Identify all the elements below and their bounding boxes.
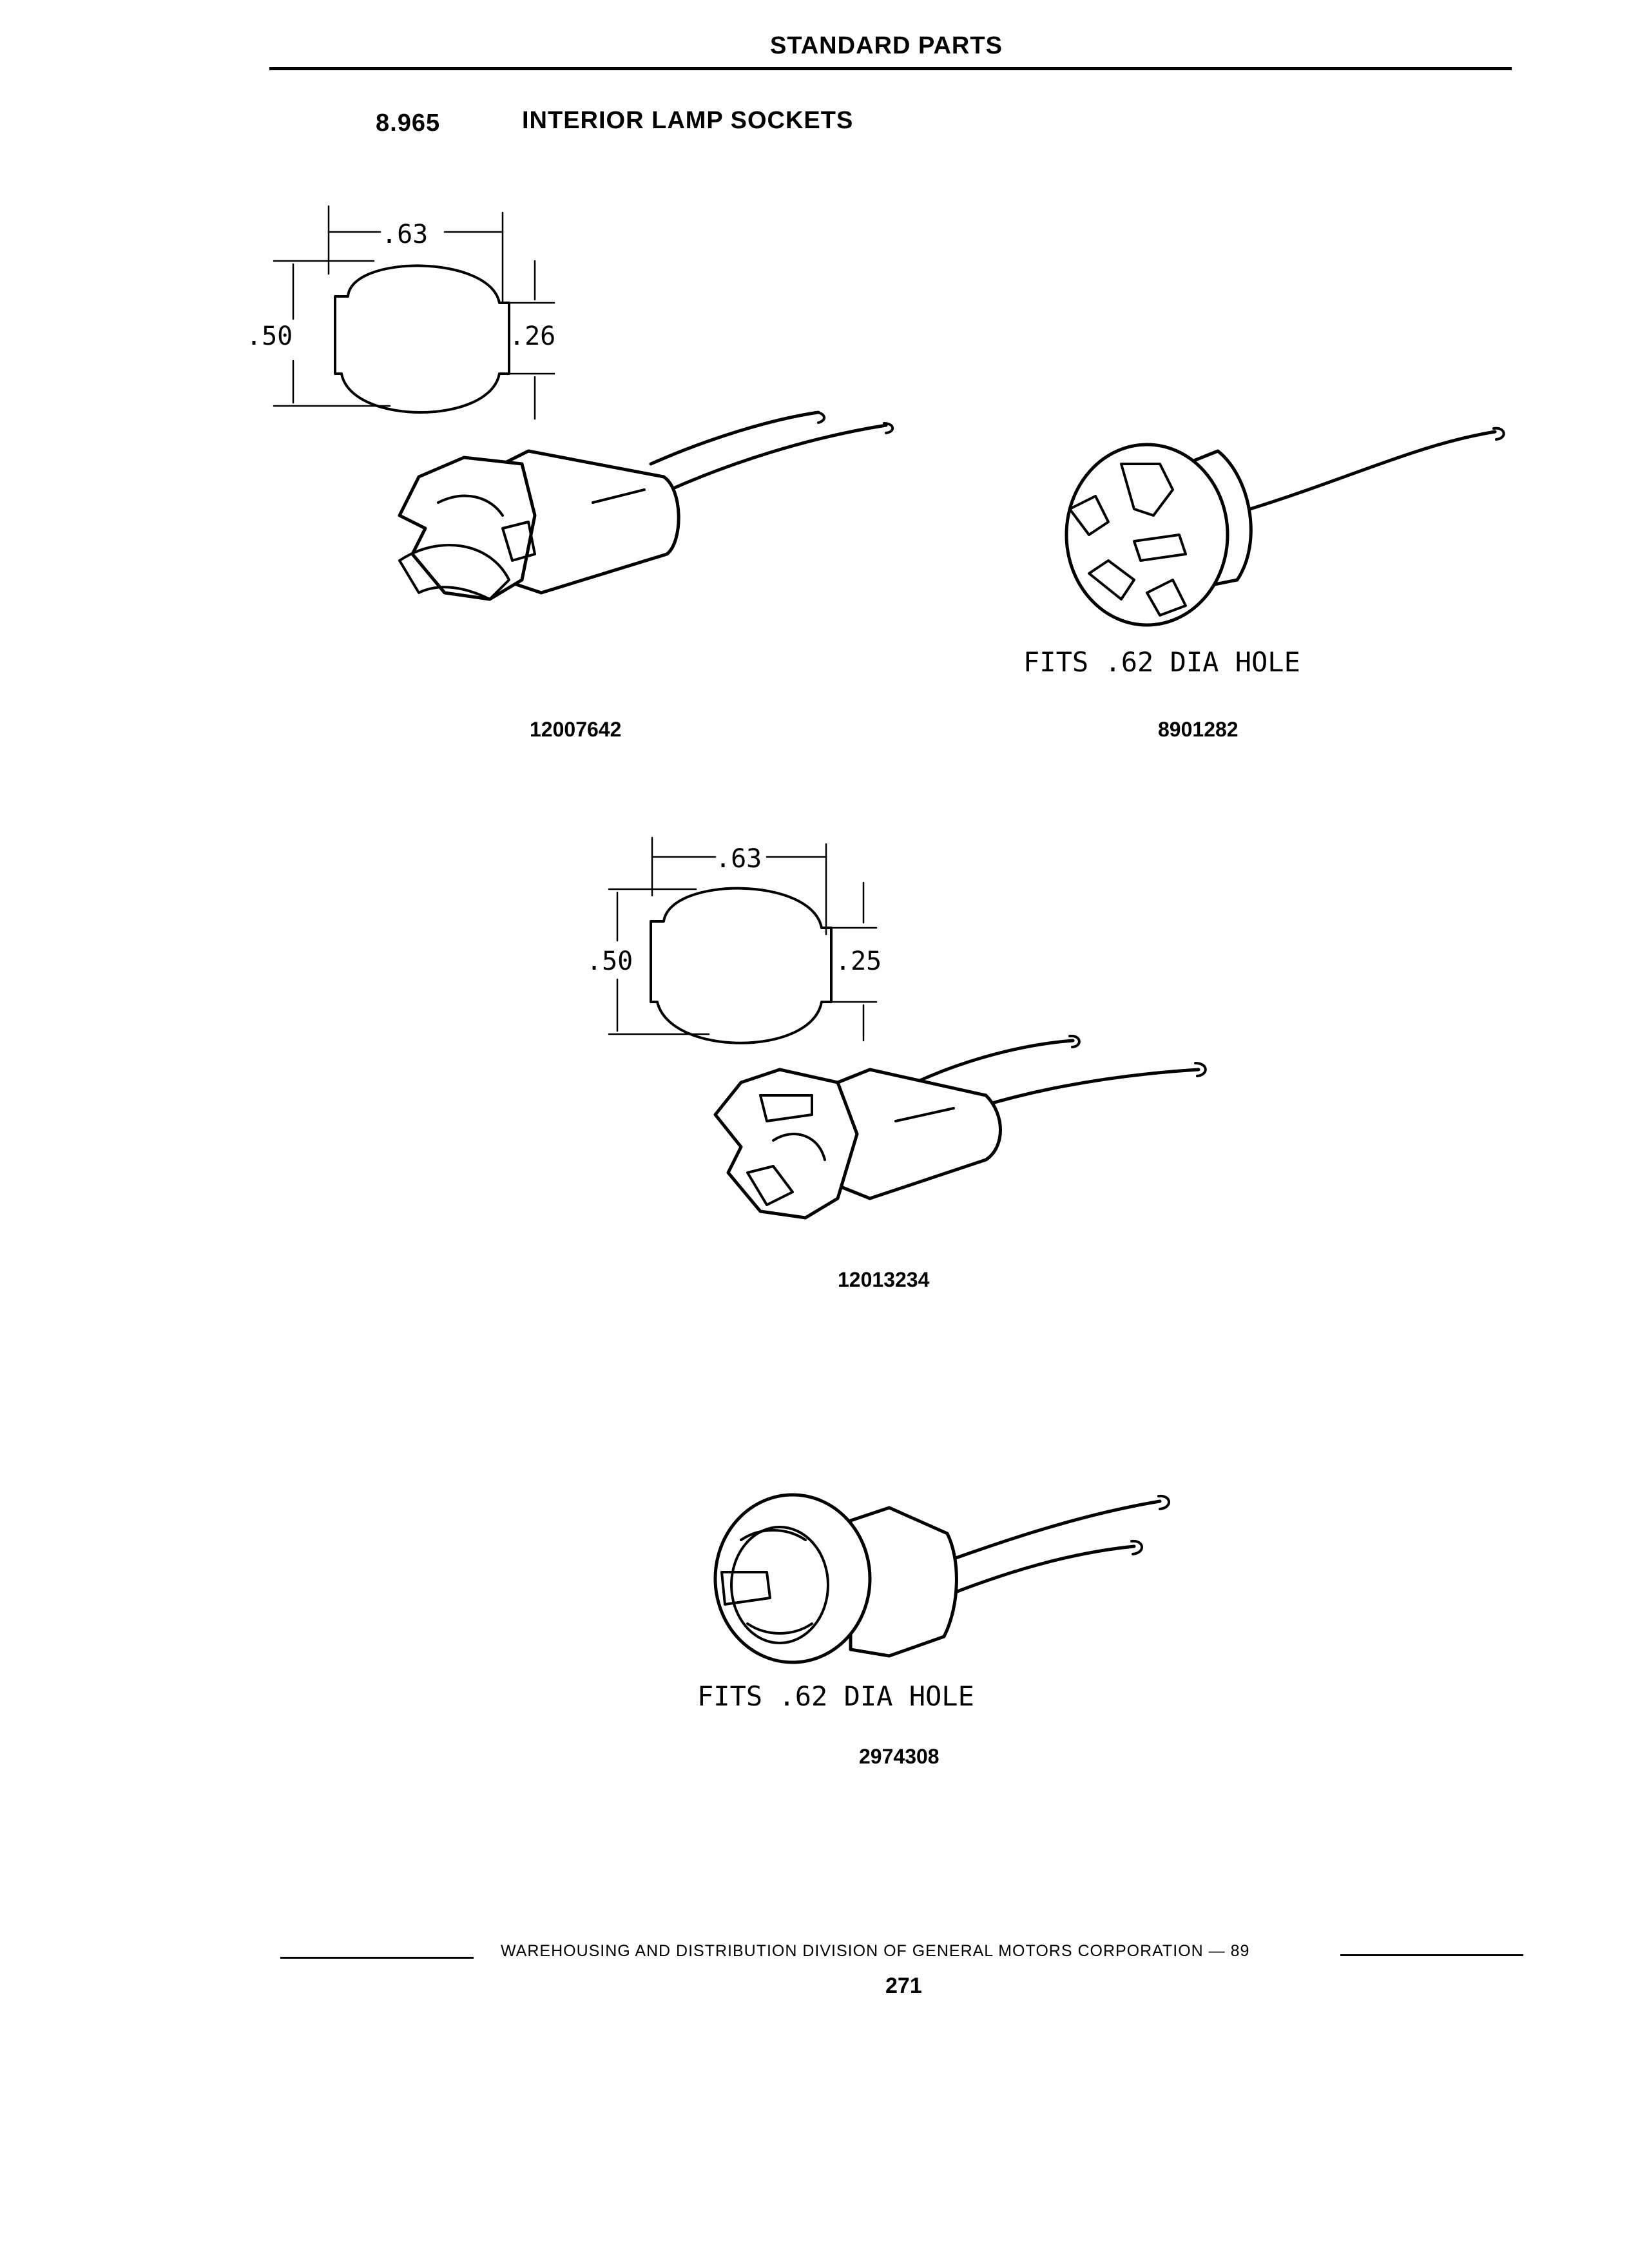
section-title: INTERIOR LAMP SOCKETS — [522, 107, 854, 134]
dim2-width: .63 — [715, 844, 762, 874]
dim1-height: .50 — [246, 322, 293, 351]
footer-rule-left — [280, 1957, 474, 1959]
page-number: 271 — [885, 1974, 922, 1998]
section-header: STANDARD PARTS — [770, 32, 1003, 59]
footer-org-line: WAREHOUSING AND DISTRIBUTION DIVISION OF… — [501, 1942, 1250, 1960]
socket-8901282-illustration — [1065, 427, 1505, 627]
dim1-width: .63 — [381, 220, 428, 249]
socket-2974308-illustration — [713, 1493, 1170, 1664]
socket-12013234-illustration — [713, 1034, 1207, 1220]
dimension-diagram-1 — [273, 205, 555, 420]
dim2-height: .50 — [586, 947, 633, 976]
part-number-8901282: 8901282 — [1158, 718, 1239, 741]
footer-rule-right — [1340, 1954, 1523, 1956]
part-number-12013234: 12013234 — [838, 1268, 930, 1291]
dim1-flat: .26 — [509, 322, 555, 351]
part-number-12007642: 12007642 — [530, 718, 621, 741]
section-number: 8.965 — [376, 110, 441, 137]
dim2-flat: .25 — [835, 947, 882, 976]
fits-note-8901282: FITS .62 DIA HOLE — [1023, 646, 1300, 678]
dimension-diagram-2 — [608, 836, 878, 1044]
fits-note-2974308: FITS .62 DIA HOLE — [697, 1680, 974, 1712]
part-number-2974308: 2974308 — [859, 1745, 940, 1768]
socket-12007642-illustration — [398, 410, 894, 601]
header-rule — [269, 67, 1512, 70]
